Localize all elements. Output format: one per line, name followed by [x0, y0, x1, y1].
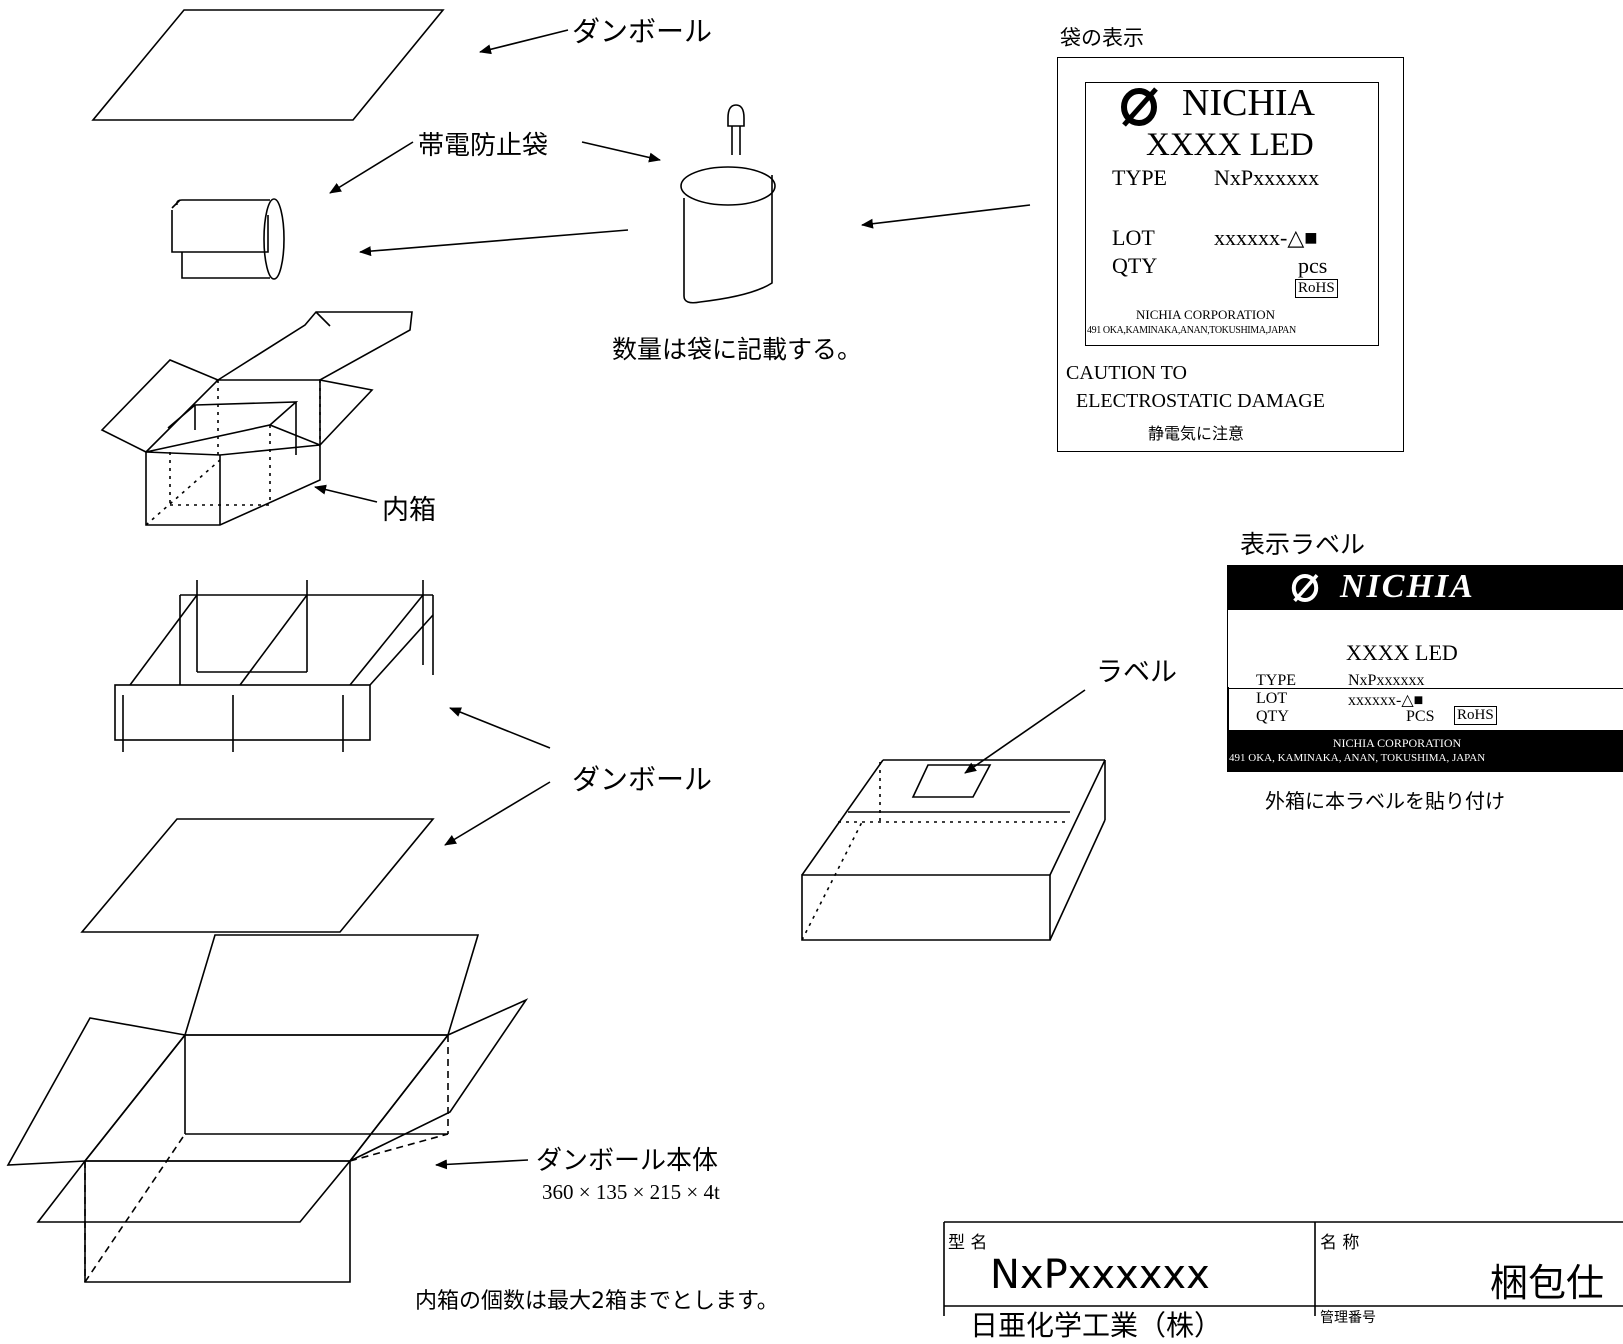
title-block-model-key: 型 名 — [948, 1233, 988, 1253]
packaging-drawing — [6, 9, 1623, 1316]
title-block-name-val: 梱包仕 — [1490, 1261, 1605, 1305]
bag-label-lot-key: LOT — [1112, 225, 1155, 250]
bag-label-qty-key: QTY — [1112, 253, 1158, 278]
display-label-rohs: RoHS — [1454, 706, 1497, 725]
display-label-qty-key: QTY — [1256, 708, 1289, 725]
label-cardboard-body: ダンボール本体 — [536, 1146, 719, 1176]
closed-box-hidden — [801, 762, 1065, 941]
bag-label-caution3: 静電気に注意 — [1148, 424, 1245, 443]
label-inner-box-note: 内箱の個数は最大2箱までとします。 — [415, 1289, 779, 1314]
bag-label-rohs: RoHS — [1295, 279, 1338, 298]
bag-label-type-val: NxPxxxxxx — [1214, 165, 1320, 190]
label-body-dimensions: 360 × 135 × 215 × 4t — [542, 1180, 720, 1204]
bag-label-logo-icon — [1118, 81, 1160, 130]
display-label-product: XXXX LED — [1346, 640, 1458, 665]
bag-label-product: XXXX LED — [1146, 127, 1314, 163]
display-label-lot-val: xxxxxx-△■ — [1348, 692, 1424, 709]
title-block-lines — [943, 1221, 1623, 1316]
display-label-corp: NICHIA CORPORATION — [1332, 736, 1462, 750]
nichia-logo-icon — [1121, 87, 1158, 127]
bag-label-brand: NICHIA — [1182, 82, 1315, 124]
label-cardboard-middle: ダンボール — [572, 763, 713, 796]
display-label-left-edge — [1227, 687, 1229, 730]
bag-label-caution1: CAUTION TO — [1066, 362, 1187, 384]
bag-label-lot-val: xxxxxx-△■ — [1214, 225, 1318, 250]
label-antistatic-bag: 帯電防止袋 — [418, 131, 549, 161]
bag-label-address: 491 OKA,KAMINAKA,ANAN,TOKUSHIMA,JAPAN — [1087, 325, 1296, 336]
bag-label-type-key: TYPE — [1112, 165, 1167, 190]
display-label-address: 491 OKA, KAMINAKA, ANAN, TOKUSHIMA, JAPA… — [1229, 752, 1486, 764]
display-label-lot-key: LOT — [1256, 690, 1288, 707]
display-label-note: 外箱に本ラベルを貼り付け — [1265, 789, 1505, 813]
display-label-type-key: TYPE — [1256, 672, 1296, 689]
label-cardboard-top: ダンボール — [572, 15, 713, 48]
display-label-brand: NICHIA — [1340, 568, 1475, 605]
title-block-model-val: NxPxxxxxx — [990, 1252, 1210, 1298]
closed-box — [801, 759, 1106, 941]
display-label-header-band: NICHIA — [1228, 566, 1623, 610]
label-qty-note: 数量は袋に記載する。 — [612, 335, 863, 364]
title-block-mgmt-key: 管理番号 — [1320, 1310, 1376, 1326]
inner-box — [100, 311, 413, 526]
display-label-footer-band: NICHIA CORPORATION 491 OKA, KAMINAKA, AN… — [1227, 730, 1623, 772]
nichia-logo-icon — [1291, 574, 1319, 602]
outer-box — [6, 934, 529, 1283]
display-label-frame: NICHIA XXXX LED — [1227, 565, 1623, 689]
standing-bag — [680, 104, 776, 304]
inner-box-hidden — [145, 380, 321, 526]
rolled-bag — [171, 198, 285, 280]
bag-label-inner: NICHIA XXXX LED TYPE NxPxxxxxx LOT xxxxx… — [1085, 82, 1379, 346]
partition-set — [114, 580, 434, 752]
display-label-qty-unit: PCS — [1406, 708, 1435, 725]
label-label-arrow: ラベル — [1096, 657, 1177, 688]
bag-label-qty-unit: pcs — [1298, 253, 1328, 278]
display-label-heading: 表示ラベル — [1240, 530, 1366, 559]
title-block-name-key: 名 称 — [1320, 1233, 1360, 1253]
bag-label-caution2: ELECTROSTATIC DAMAGE — [1076, 390, 1325, 412]
cardboard-sheet-top — [91, 9, 445, 121]
title-block-company: 日亜化学工業（株） — [970, 1309, 1223, 1342]
outer-box-hidden — [84, 1035, 449, 1283]
label-inner-box: 内箱 — [382, 495, 436, 526]
bag-label-corp: NICHIA CORPORATION — [1136, 307, 1276, 322]
display-label-type-val: NxPxxxxxx — [1348, 672, 1425, 689]
cardboard-sheet-middle — [80, 818, 435, 933]
bag-label-frame: NICHIA XXXX LED TYPE NxPxxxxxx LOT xxxxx… — [1057, 57, 1404, 452]
bag-label-heading: 袋の表示 — [1060, 26, 1144, 50]
